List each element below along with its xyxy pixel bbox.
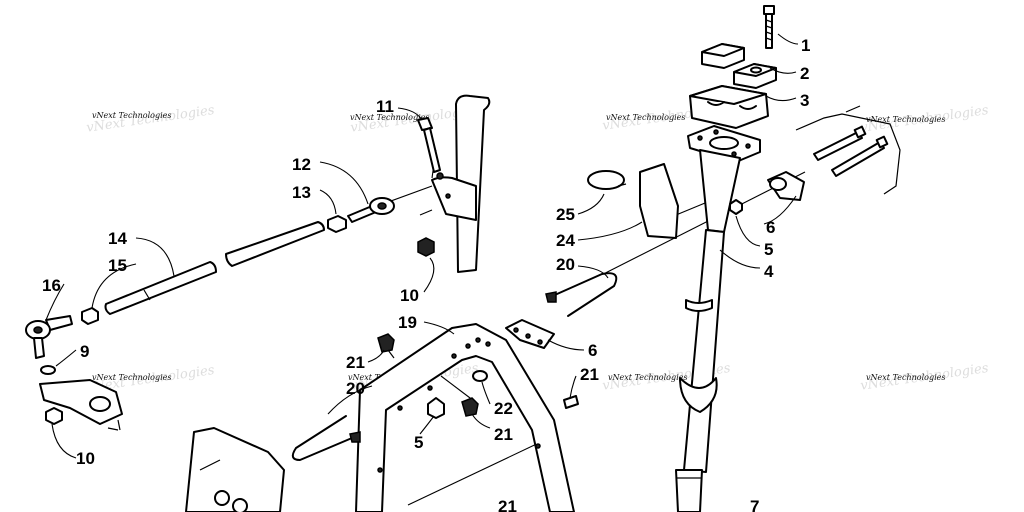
tie-rod-tube <box>104 261 217 315</box>
callout-label: 25 <box>556 205 575 224</box>
tie-rod-tube <box>225 221 325 267</box>
clamp-cap <box>701 43 777 89</box>
callout-label: 14 <box>108 229 127 248</box>
main-frame <box>355 323 575 512</box>
callout-label: 21 <box>494 425 513 444</box>
frame-tube <box>417 94 491 273</box>
nut <box>417 237 435 257</box>
bracket <box>767 171 805 201</box>
jam-nut <box>327 215 347 233</box>
callout-label: 5 <box>414 433 423 452</box>
callout-label: 10 <box>76 449 95 468</box>
watermark: vNext Technologies <box>606 113 685 122</box>
watermark: vNext Technologies <box>350 113 429 122</box>
callout-label: 15 <box>108 256 127 275</box>
frame-outline <box>795 113 901 195</box>
watermark: vNext Technologies <box>866 373 945 382</box>
callouts: 1 2 3 4 5 5 6 6 9 10 10 11 12 13 14 15 1… <box>42 36 810 512</box>
callout-label: 6 <box>766 218 775 237</box>
watermark: vNext Technologies <box>608 373 687 382</box>
rod-end <box>347 197 395 223</box>
callout-label: 13 <box>292 183 311 202</box>
callout-label: 10 <box>400 286 419 305</box>
callout-label: 21 <box>580 365 599 384</box>
callout-label: 20 <box>556 255 575 274</box>
bolt <box>563 395 579 409</box>
rod-end <box>25 315 73 359</box>
washer <box>40 365 56 375</box>
callout-label: 12 <box>292 155 311 174</box>
watermark: vNext Technologies <box>92 111 171 120</box>
callout-label: 21 <box>346 353 365 372</box>
watermark: vNext Technologies <box>866 115 945 124</box>
bolt <box>763 5 775 49</box>
watermark: vNext Technologies <box>92 373 171 382</box>
callout-label: 1 <box>801 36 810 55</box>
ref-line <box>407 439 546 506</box>
steering-column-group <box>587 5 901 512</box>
bolt <box>461 397 479 417</box>
clamp-base <box>689 85 769 129</box>
steering-post <box>675 125 761 512</box>
callout-label: 4 <box>764 262 774 281</box>
callout-label: 5 <box>764 240 773 259</box>
callout-label: 19 <box>398 313 417 332</box>
nut <box>45 407 63 425</box>
callout-label: 9 <box>80 342 89 361</box>
nut <box>427 397 445 419</box>
watermarks: vNext Technologies vNext Technologies vN… <box>85 101 989 396</box>
washer <box>472 370 488 382</box>
callout-label: 2 <box>800 64 809 83</box>
nut <box>729 199 743 215</box>
leader-lines <box>45 33 799 459</box>
bolt <box>377 333 395 359</box>
cable-tie <box>545 272 618 317</box>
callout-label: 7 <box>750 497 759 512</box>
plate <box>639 163 679 239</box>
callout-label: 22 <box>494 399 513 418</box>
callout-label: 21 <box>498 497 517 512</box>
snap-ring <box>587 170 627 190</box>
mounting-plate <box>185 427 285 512</box>
callout-label: 11 <box>376 97 394 116</box>
bracket <box>505 319 555 349</box>
ref-line <box>419 209 433 216</box>
long-screw <box>813 125 889 177</box>
bolt <box>417 117 441 173</box>
callout-label: 16 <box>42 276 61 295</box>
jam-nut <box>81 307 99 325</box>
callout-label: 3 <box>800 91 809 110</box>
callout-label: 20 <box>346 379 365 398</box>
callout-label: 6 <box>588 341 597 360</box>
callout-label: 24 <box>556 231 575 250</box>
tie-rod-group <box>25 197 395 431</box>
cable-tie <box>291 415 361 461</box>
steering-arm <box>39 379 123 431</box>
